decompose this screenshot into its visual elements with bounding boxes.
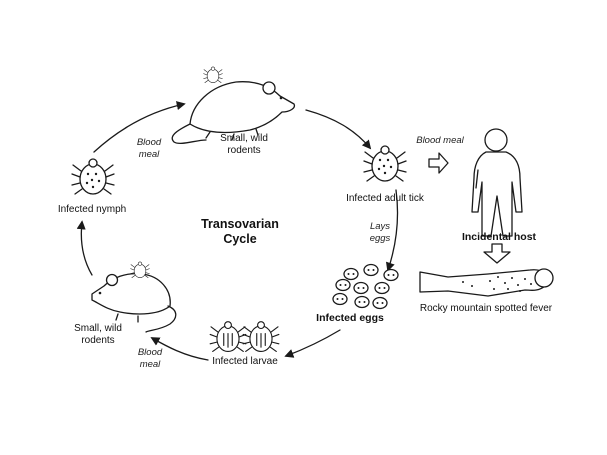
adult-tick-icon (363, 145, 407, 182)
larva-tick-icon (209, 321, 247, 353)
hollow-arrow-to-human (428, 152, 449, 174)
arrow-larvae-to-rodent (150, 337, 209, 361)
larva-tick-icon (242, 321, 280, 353)
blood-meal-top-line2: meal (139, 149, 160, 160)
patient-lying-icon (419, 268, 554, 297)
arrow-eggs-to-larvae (284, 329, 341, 358)
rodent-left-label-line1: Small, wild (74, 323, 122, 334)
blood-meal-top-line1: Blood (137, 137, 162, 148)
blood-meal-bottom-line1: Blood (138, 347, 163, 358)
arrow-rodent-to-adult-tick (305, 109, 372, 150)
larvae-label: Infected larvae (212, 356, 278, 367)
arrow-adult-tick-to-eggs (385, 189, 399, 272)
center-title-line2: Cycle (223, 232, 256, 246)
hollow-arrow-to-patient (483, 243, 511, 264)
arrow-nymph-to-rodent (93, 101, 186, 153)
human-label: Incidental host (462, 231, 537, 243)
adult-tick-label: Infected adult tick (346, 193, 425, 204)
lays-eggs-line2: eggs (370, 233, 391, 244)
human-host-icon (471, 128, 523, 237)
patient-label: Rocky mountain spotted fever (420, 303, 553, 314)
center-title-line1: Transovarian (201, 217, 279, 231)
nymph-label: Infected nymph (58, 204, 126, 215)
lays-eggs-line1: Lays (370, 221, 390, 232)
rodent-left-icon (91, 261, 177, 333)
rodent-top-label-line2: rodents (227, 145, 260, 156)
rodent-top-icon (171, 66, 296, 145)
arrow-rodent-to-nymph (76, 220, 93, 276)
nymph-tick-icon (71, 158, 115, 195)
blood-meal-host-label: Blood meal (416, 135, 464, 146)
eggs-cluster-icon (332, 263, 399, 310)
eggs-label: Infected eggs (316, 312, 384, 324)
blood-meal-bottom-line2: meal (140, 359, 161, 370)
rodent-left-label-line2: rodents (81, 335, 114, 346)
rodent-top-label-line1: Small, wild (220, 133, 268, 144)
